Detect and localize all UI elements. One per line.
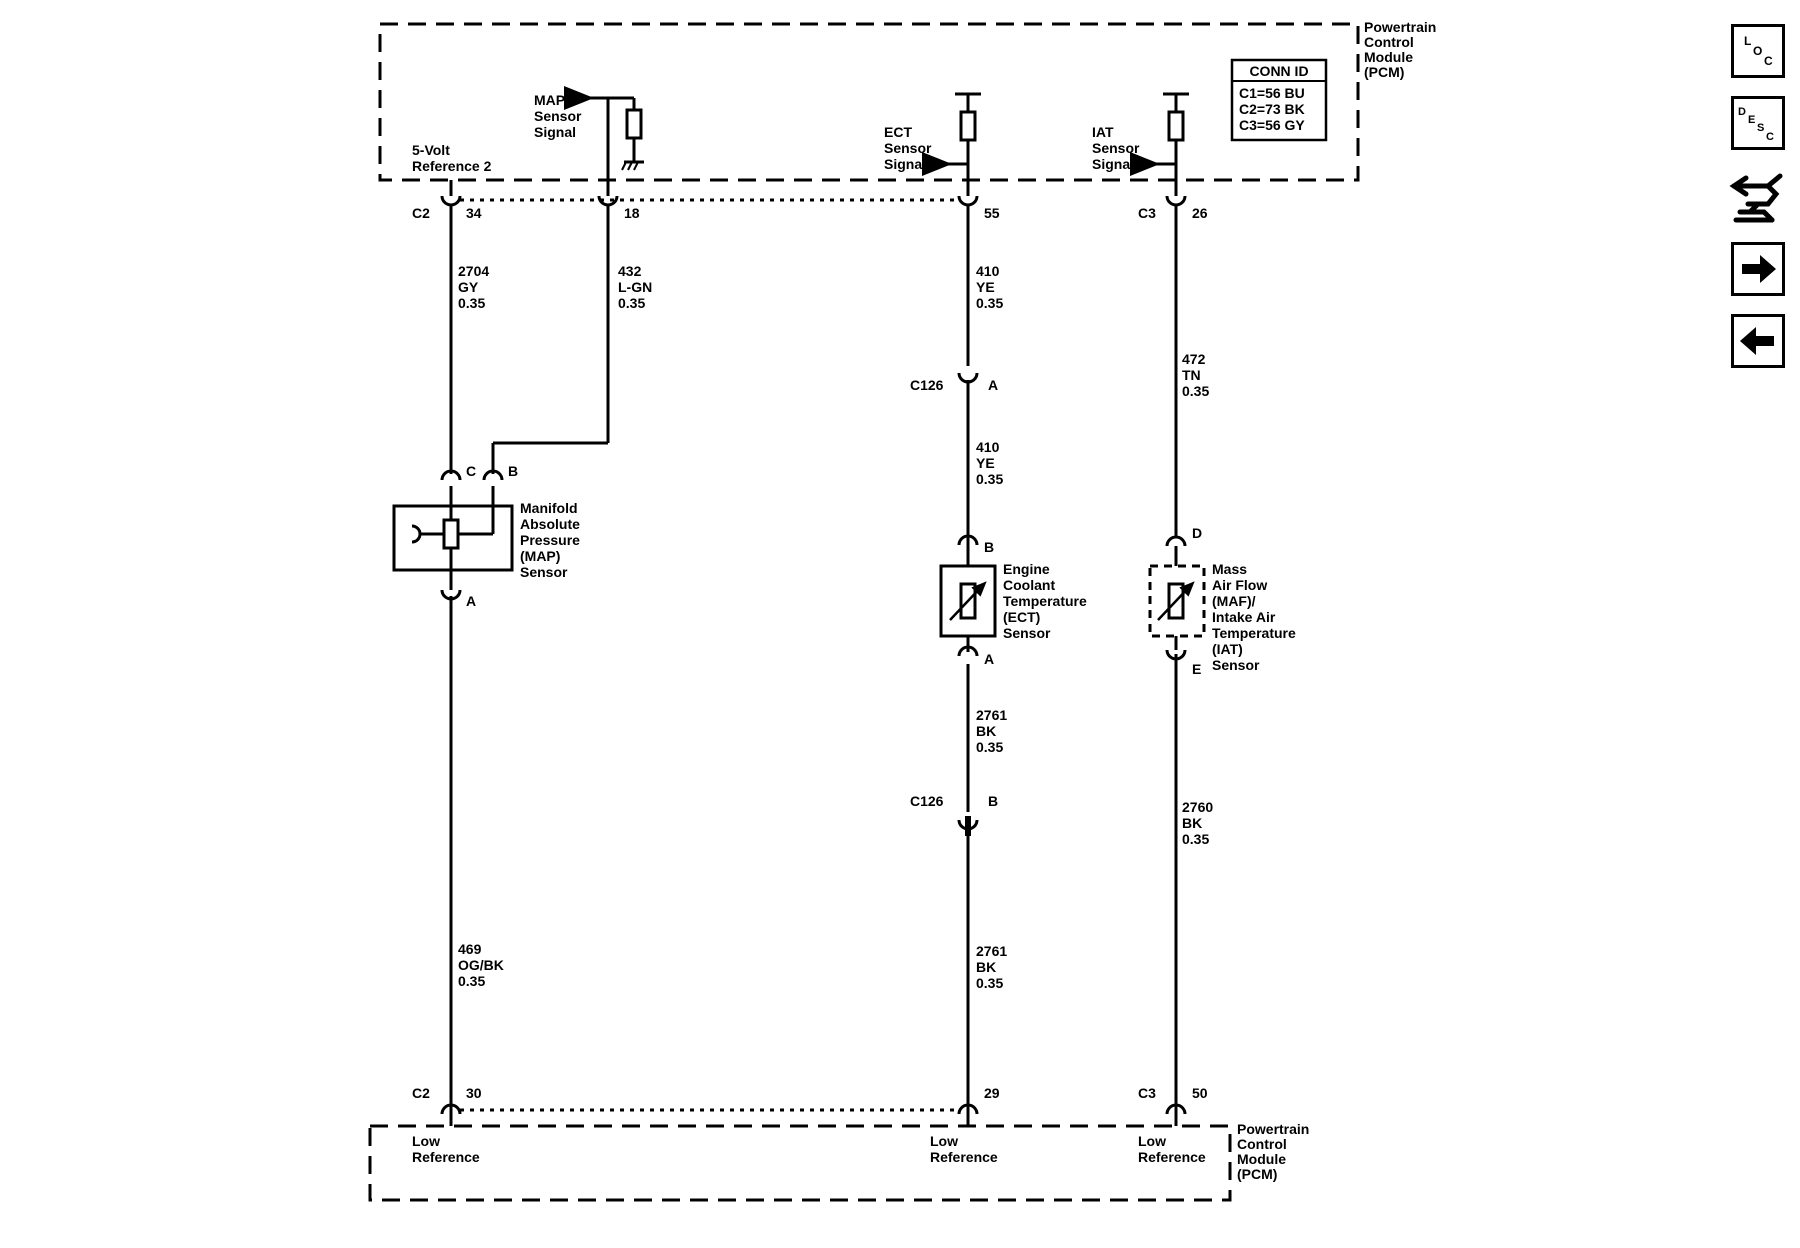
wire-2761-a: 2761 BK 0.35 — [976, 707, 1011, 755]
ect-pin-a: A — [984, 651, 994, 667]
pin-29: 29 — [984, 1085, 1000, 1101]
c126-a-conn: C126 — [910, 377, 944, 393]
map-pin-b: B — [508, 463, 518, 479]
c126-connector-b — [957, 816, 979, 836]
pin-c2-bottom: C2 — [412, 1085, 430, 1101]
next-arrow-icon — [1742, 255, 1776, 283]
ect-internal-circuit — [922, 92, 981, 180]
pcm-top-box: Powertrain Control Module (PCM) — [378, 19, 1440, 182]
ect-signal-label: ECT Sensor Signal — [884, 124, 935, 172]
desc-icon: D E S C — [1738, 106, 1774, 143]
harness-icon — [1729, 173, 1783, 223]
five-volt-ref-label: 5-Volt Reference 2 — [412, 142, 492, 174]
maf-iat-sensor-label: Mass Air Flow (MAF)/ Intake Air Temperat… — [1212, 561, 1300, 673]
pin-c3-top: C3 — [1138, 205, 1156, 221]
low-ref-label-1: Low Reference — [412, 1133, 480, 1165]
pcm-bottom-box: Powertrain Control Module (PCM) — [368, 1121, 1313, 1202]
loc-icon: L O C — [1744, 34, 1773, 68]
pin-26: 26 — [1192, 205, 1208, 221]
iat-signal-label: IAT Sensor Signal — [1092, 124, 1143, 172]
maf-pin-d: D — [1192, 525, 1202, 541]
maf-iat-sensor — [1148, 535, 1206, 661]
low-ref-label-2: Low Reference — [930, 1133, 998, 1165]
wire-2761-b: 2761 BK 0.35 — [976, 943, 1011, 991]
conn-id-table: CONN ID C1=56 BU C2=73 BK C3=56 GY — [1230, 58, 1328, 142]
conn-id-header: CONN ID — [1249, 63, 1308, 79]
c126-b-pin: B — [988, 793, 998, 809]
map-sensor — [392, 469, 514, 601]
svg-text:L: L — [1744, 34, 1751, 48]
svg-text:S: S — [1757, 122, 1764, 134]
map-signal-label: MAP Sensor Signal — [534, 92, 585, 140]
pin-34: 34 — [466, 205, 482, 221]
map-internal-circuit — [564, 86, 644, 180]
bottom-connectors — [440, 1102, 1187, 1126]
map-sensor-label: Manifold Absolute Pressure (MAP) Sensor — [520, 500, 584, 580]
pin-55: 55 — [984, 205, 1000, 221]
c126-b-conn: C126 — [910, 793, 944, 809]
wire-410-a: 410 YE 0.35 — [976, 263, 1003, 311]
low-ref-label-3: Low Reference — [1138, 1133, 1206, 1165]
wire-410-b: 410 YE 0.35 — [976, 439, 1003, 487]
svg-text:E: E — [1748, 114, 1755, 126]
wire-2760: 2760 BK 0.35 — [1182, 799, 1217, 847]
wire-432: 432 L-GN 0.35 — [618, 263, 656, 311]
pcm-top-title: Powertrain Control Module (PCM) — [1364, 19, 1440, 80]
map-pin-a: A — [466, 593, 476, 609]
loc-button[interactable]: L O C — [1731, 24, 1785, 78]
desc-button[interactable]: D E S C — [1731, 96, 1785, 150]
previous-button[interactable] — [1731, 314, 1785, 368]
ect-pin-b: B — [984, 539, 994, 555]
c126-a-pin: A — [988, 377, 998, 393]
pin-c3-bottom: C3 — [1138, 1085, 1156, 1101]
prev-arrow-icon — [1740, 327, 1774, 355]
wire-2704: 2704 GY 0.35 — [458, 263, 493, 311]
harness-button[interactable] — [1728, 164, 1788, 228]
ect-sensor — [939, 534, 997, 657]
pin-50: 50 — [1192, 1085, 1208, 1101]
svg-text:O: O — [1753, 44, 1762, 58]
ect-sensor-label: Engine Coolant Temperature (ECT) Sensor — [1003, 561, 1091, 641]
next-button[interactable] — [1731, 242, 1785, 296]
pin-c2-top: C2 — [412, 205, 430, 221]
c126-connector-a — [957, 372, 979, 384]
svg-text:D: D — [1738, 106, 1746, 118]
conn-id-rows: C1=56 BU C2=73 BK C3=56 GY — [1239, 85, 1309, 133]
pin-30: 30 — [466, 1085, 482, 1101]
pin-18: 18 — [624, 205, 640, 221]
wire-472: 472 TN 0.35 — [1182, 351, 1209, 399]
iat-internal-circuit — [1130, 92, 1189, 180]
wire-469: 469 OG/BK 0.35 — [458, 941, 508, 989]
svg-text:C: C — [1766, 131, 1774, 143]
svg-text:C: C — [1764, 54, 1773, 68]
wire-lines — [449, 204, 1178, 1102]
pcm-bottom-title: Powertrain Control Module (PCM) — [1237, 1121, 1313, 1182]
map-pin-c: C — [466, 463, 476, 479]
maf-pin-e: E — [1192, 661, 1201, 677]
